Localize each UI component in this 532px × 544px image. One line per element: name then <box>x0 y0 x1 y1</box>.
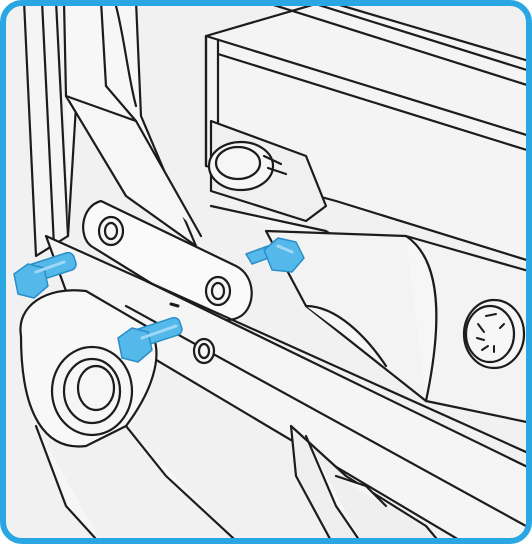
bolt-center <box>117 316 183 363</box>
nut-right <box>245 237 305 273</box>
end-cap-slots <box>476 313 505 353</box>
upper-housing <box>204 6 526 261</box>
pivot-bracket <box>19 289 235 538</box>
assembly-drawing <box>13 6 526 538</box>
lower-tube <box>264 229 526 423</box>
bolt-left <box>13 251 77 299</box>
hex-bolt-icon <box>13 263 49 299</box>
hex-nut-icon <box>263 237 305 273</box>
upright-brace <box>63 6 203 248</box>
lower-cutout <box>289 424 438 538</box>
washer-inner <box>214 145 262 181</box>
